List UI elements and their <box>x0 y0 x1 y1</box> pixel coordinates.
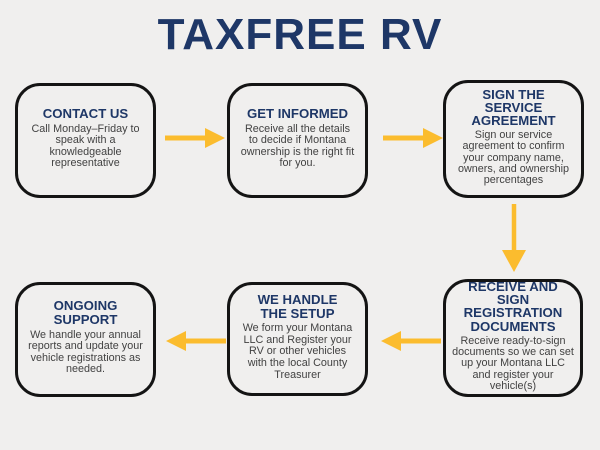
step-receive-sign-registration-documents: RECEIVE AND SIGN REGISTRATION DOCUMENTS … <box>443 279 583 397</box>
step-description: We handle your annual reports and update… <box>28 328 143 376</box>
arrow-down-icon <box>501 204 527 272</box>
arrow-left-icon-2 <box>166 330 226 352</box>
step-sign-service-agreement: SIGN THE SERVICE AGREEMENT Sign our serv… <box>443 80 584 198</box>
step-ongoing-support: ONGOING SUPPORT We handle your annual re… <box>15 282 156 397</box>
step-description: Call Monday–Friday to speak with a knowl… <box>31 122 140 170</box>
arrow-right-icon-2 <box>383 127 443 149</box>
step-title: CONTACT US <box>42 106 129 122</box>
step-contact-us: CONTACT US Call Monday–Friday to speak w… <box>15 83 156 198</box>
arrow-left-icon-1 <box>381 330 441 352</box>
step-title: ONGOING SUPPORT <box>53 298 118 327</box>
step-title: RECEIVE AND SIGN REGISTRATION DOCUMENTS <box>463 279 563 334</box>
step-get-informed: GET INFORMED Receive all the details to … <box>227 83 368 198</box>
step-description: Receive all the details to decide if Mon… <box>240 122 355 170</box>
step-description: Receive ready-to-sign documents so we ca… <box>452 334 574 392</box>
step-we-handle-setup: WE HANDLE THE SETUP We form your Montana… <box>227 282 368 396</box>
step-title: SIGN THE SERVICE AGREEMENT <box>471 86 556 129</box>
arrow-right-icon-1 <box>165 127 225 149</box>
step-title: GET INFORMED <box>246 106 349 122</box>
step-description: We form your Montana LLC and Register yo… <box>242 322 353 381</box>
step-title: WE HANDLE THE SETUP <box>257 291 338 321</box>
step-description: Sign our service agreement to confirm yo… <box>457 129 570 187</box>
page-title: TAXFREE RV <box>157 10 443 59</box>
